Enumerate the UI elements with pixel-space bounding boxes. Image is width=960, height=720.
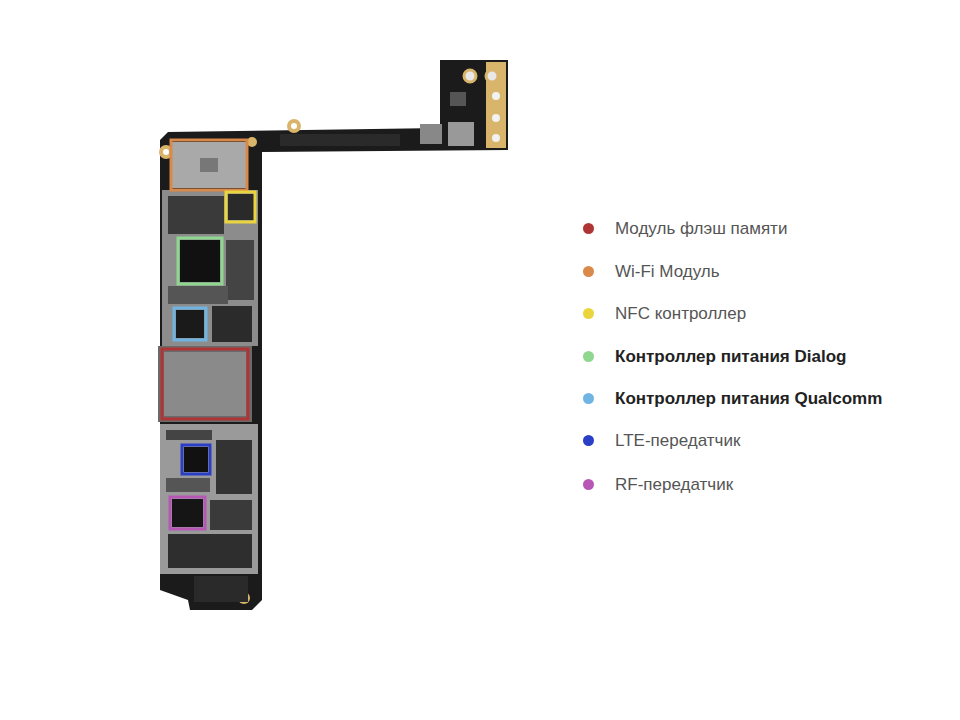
legend-swatch [583, 435, 594, 446]
rf-highlight [170, 497, 205, 529]
legend-text: RF-передатчик [615, 474, 733, 495]
gold-plate [486, 62, 506, 148]
legend-text: LTE-передатчик [615, 430, 740, 451]
wifi-highlight [171, 140, 247, 190]
legend-swatch [583, 223, 594, 234]
legend-swatch [583, 266, 594, 277]
lte-highlight [182, 445, 210, 474]
qualcomm-highlight [174, 308, 206, 340]
lower-shield [160, 424, 258, 574]
legend-text: NFC контроллер [615, 303, 746, 324]
flash-highlight [162, 349, 248, 419]
legend-swatch [583, 308, 594, 319]
legend-text: Контроллер питания Qualcomm [615, 388, 882, 409]
legend-text: Контроллер питания Dialog [615, 346, 846, 367]
nfc-highlight [226, 192, 255, 222]
pcb-outline [160, 60, 508, 610]
legend-swatch [583, 351, 594, 362]
flash-shield [158, 346, 252, 422]
legend-text: Модуль флэш памяти [615, 218, 787, 239]
upper-shield [162, 190, 258, 346]
dialog-highlight [178, 238, 222, 284]
legend-text: Wi-Fi Модуль [615, 261, 720, 282]
legend-swatch [583, 479, 594, 490]
legend-swatch [583, 393, 594, 404]
